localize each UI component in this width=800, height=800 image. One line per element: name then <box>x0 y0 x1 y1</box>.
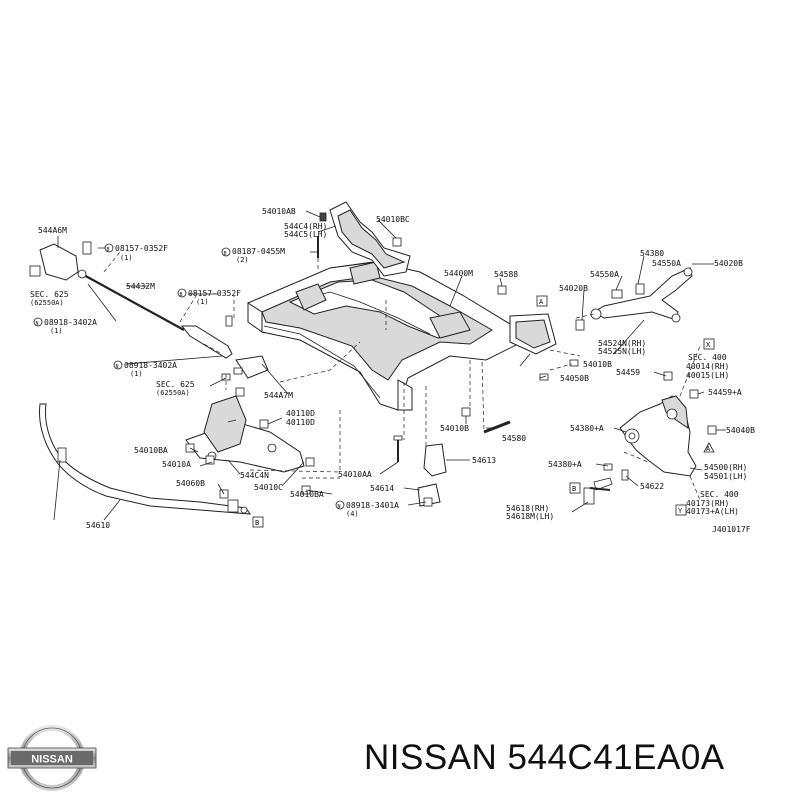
label-54380a-a: 54380+A <box>570 424 604 433</box>
label-sec625-b-sub: (62550A) <box>156 389 190 397</box>
label-54618-rh: 54618(RH) <box>506 504 549 513</box>
label-sec400-a: SEC. 400 <box>688 353 727 362</box>
label-54380: 54380 <box>640 249 664 258</box>
front-suspension-member <box>247 261 557 411</box>
label-08918-b-qty: (1) <box>130 370 143 378</box>
label-54622: 54622 <box>640 482 664 491</box>
label-54459a: 54459+A <box>708 388 742 397</box>
label-544c4-rh: 544C4(RH) <box>284 222 327 231</box>
label-54050b: 54050B <box>560 374 589 383</box>
label-40014-rh: 40014(RH) <box>686 362 729 371</box>
label-54524n-rh: 54524N(RH) <box>598 339 646 348</box>
label-54610: 54610 <box>86 521 110 530</box>
label-54500-rh: 54500(RH) <box>704 463 747 472</box>
label-40015-lh: 40015(LH) <box>686 371 729 380</box>
ref-marker-b: B <box>572 485 576 493</box>
label-544a7m: 544A7M <box>264 391 293 400</box>
label-54010ba-b: 54010BA <box>290 490 324 499</box>
label-54614: 54614 <box>370 484 394 493</box>
label-sec625-a: SEC. 625 <box>30 290 69 299</box>
label-sec625-b: SEC. 625 <box>156 380 195 389</box>
label-08157-a-qty: (1) <box>120 254 133 262</box>
ref-marker-x: X <box>706 341 711 349</box>
label-08918-c-qty: (4) <box>346 510 359 518</box>
label-54010ab: 54010AB <box>262 207 296 216</box>
stabilizer-bar <box>39 403 251 515</box>
part-number-title: NISSAN 544C41EA0A <box>364 738 725 777</box>
label-54588: 54588 <box>494 270 518 279</box>
label-54580: 54580 <box>502 434 526 443</box>
label-54010b-c: 54010B <box>440 424 469 433</box>
ref-marker-n-circle-3: N <box>338 504 341 510</box>
ref-marker-b-bottom: B <box>255 519 259 527</box>
label-08918-b: 08918-3402A <box>124 361 177 370</box>
label-54010c: 54010C <box>254 483 283 492</box>
ref-marker-b-circle-2: B <box>180 292 183 298</box>
label-54613: 54613 <box>472 456 496 465</box>
label-54400m: 54400M <box>444 269 473 278</box>
tension-rod <box>29 241 233 359</box>
label-54550a: 54550A <box>590 270 619 279</box>
ref-marker-y: Y <box>678 507 683 515</box>
upper-link <box>575 267 693 331</box>
label-08187-qty: (2) <box>236 256 249 264</box>
label-54618m-lh: 54618M(LH) <box>506 512 554 521</box>
label-54010aa: 54010AA <box>338 470 372 479</box>
ref-marker-b-circle-1: B <box>107 247 110 253</box>
lower-link-knuckle <box>593 395 697 491</box>
rear-crossmember <box>185 355 305 473</box>
reference-markers: A X A B Y B B B B N N N <box>33 243 715 528</box>
label-08157-b: 08157-0352F <box>188 289 241 298</box>
diagram-id: J401017F <box>712 525 751 534</box>
part-labels: 544A6M 08157-0352F (1) 54432M 08157-0352… <box>30 207 755 534</box>
label-54501-lh: 54501(LH) <box>704 472 747 481</box>
dashed-leader-lines <box>103 251 701 501</box>
label-54010ba-a: 54010BA <box>134 446 168 455</box>
nissan-logo: NISSAN <box>7 725 97 791</box>
label-54020b-b: 54020B <box>714 259 743 268</box>
label-08157-a: 08157-0352F <box>115 244 168 253</box>
label-544c4n: 544C4N <box>240 471 269 480</box>
label-40110d-b: 40110D <box>286 418 315 427</box>
label-08918-a-qty: (1) <box>50 327 63 335</box>
label-54459: 54459 <box>616 368 640 377</box>
label-54525n-lh: 54525N(LH) <box>598 347 646 356</box>
label-54380a-b: 54380+A <box>548 460 582 469</box>
ref-marker-a-top: A <box>539 298 544 306</box>
label-40110d-a: 40110D <box>286 409 315 418</box>
label-544a6m: 544A6M <box>38 226 67 235</box>
label-08918-a: 08918-3402A <box>44 318 97 327</box>
label-54060b: 54060B <box>176 479 205 488</box>
label-40173-rh: 40173(RH) <box>686 499 729 508</box>
label-54040b: 54040B <box>726 426 755 435</box>
label-40173a-lh: 40173+A(LH) <box>686 507 739 516</box>
label-08157-b-qty: (1) <box>196 298 209 306</box>
label-544c5-lh: 544C5(LH) <box>284 230 327 239</box>
label-08187: 08187-0455M <box>232 247 285 256</box>
label-08918-c: 08918-3401A <box>346 501 399 510</box>
leader-lines <box>53 210 726 521</box>
label-54432m: 54432M <box>126 282 155 291</box>
label-54010a: 54010A <box>162 460 191 469</box>
label-54010bc: 54010BC <box>376 215 410 224</box>
label-54010b-b: 54010B <box>583 360 612 369</box>
label-sec625-a-sub: (62550A) <box>30 299 64 307</box>
label-sec400-b: SEC. 400 <box>700 490 739 499</box>
ref-marker-b-circle-3: B <box>224 251 227 257</box>
member-bracket <box>329 201 411 277</box>
ref-marker-n-circle-2: N <box>116 364 119 370</box>
label-54020b-a: 54020B <box>559 284 588 293</box>
logo-wordmark: NISSAN <box>31 754 73 766</box>
ref-marker-a-triangle: A <box>706 445 711 453</box>
ref-marker-n-circle-1: N <box>36 321 39 327</box>
label-54550a-top: 54550A <box>652 259 681 268</box>
